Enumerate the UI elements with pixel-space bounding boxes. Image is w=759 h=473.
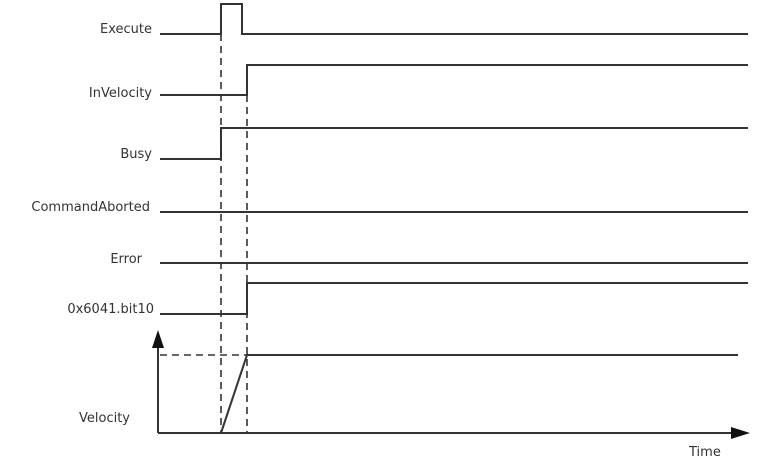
velocity-label: Velocity (79, 411, 130, 426)
execute-wave (160, 3, 748, 35)
busy-wave (160, 127, 748, 160)
signal-label-commandaborted: CommandAborted (31, 200, 150, 215)
signal-label-invelocity: InVelocity (88, 86, 152, 101)
signal-label-error: Error (110, 252, 142, 267)
signal-label-bit10: 0x6041.bit10 (67, 302, 154, 317)
velocity-wave (220, 354, 738, 434)
x-arrow-icon (731, 427, 750, 439)
time-label: Time (689, 445, 721, 460)
y-arrow-icon (152, 330, 164, 348)
invelocity-wave (160, 64, 748, 96)
bit10-wave (160, 282, 748, 315)
signal-label-busy: Busy (120, 147, 152, 162)
signal-label-execute: Execute (100, 22, 152, 37)
